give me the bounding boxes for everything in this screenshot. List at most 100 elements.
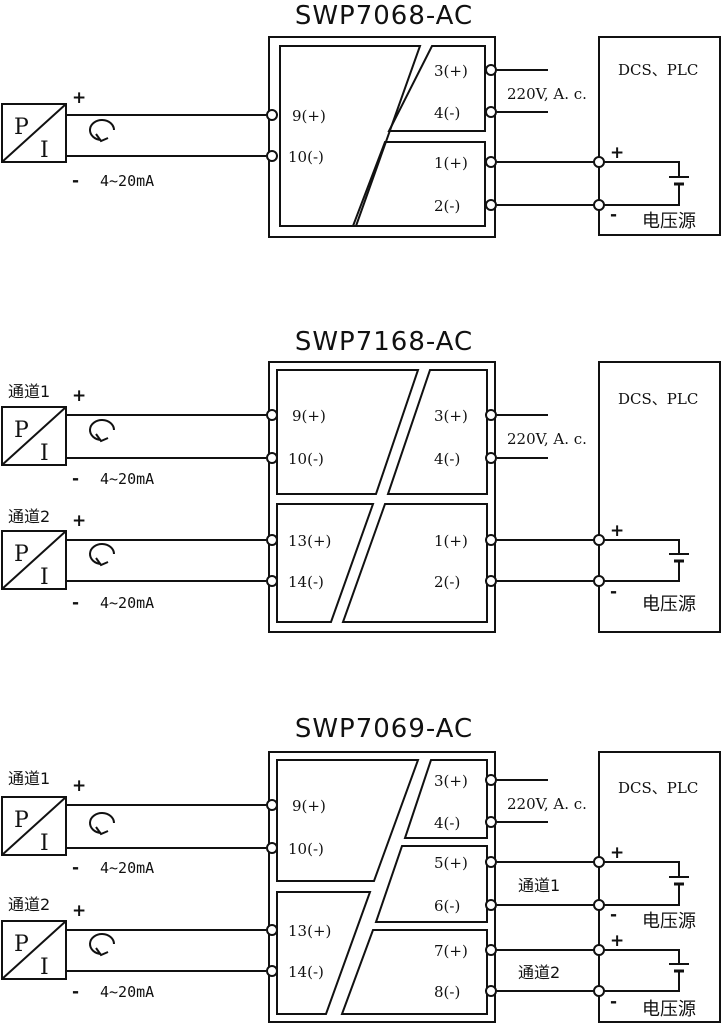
terminal-4 bbox=[485, 452, 497, 464]
sensor-p-label: P bbox=[14, 808, 29, 833]
output-minus-sign: - bbox=[610, 582, 617, 602]
terminal-label-13: 13(+) bbox=[288, 532, 331, 550]
terminal-label-1: 1(+) bbox=[434, 532, 468, 550]
input-signal-label: 4~20mA bbox=[100, 983, 154, 1001]
sensor-i-label: I bbox=[40, 441, 49, 466]
dcs-terminal-plus-ch2 bbox=[593, 944, 605, 956]
input-minus-sign: - bbox=[72, 858, 79, 878]
output-minus-sign: - bbox=[610, 905, 617, 925]
dcs-plc-box bbox=[598, 751, 721, 1023]
module-box bbox=[268, 36, 496, 238]
module-panel-output bbox=[351, 141, 486, 227]
dcs-terminal-plus-ch1 bbox=[593, 856, 605, 868]
input-plus-sign: + bbox=[72, 88, 86, 108]
sensor-pi-channel-1: P I bbox=[1, 796, 67, 856]
diagram-title: SWP7068-AC bbox=[295, 1, 473, 31]
terminal-label-8: 8(-) bbox=[434, 983, 460, 1001]
input-signal-label: 4~20mA bbox=[100, 470, 154, 488]
voltage-source-label: 电压源 bbox=[642, 999, 696, 1020]
module-panel-output bbox=[341, 503, 488, 623]
module-panel-input-2 bbox=[276, 503, 375, 623]
power-label: 220V, A. c. bbox=[507, 430, 587, 448]
sensor-pi-channel-2: P I bbox=[1, 920, 67, 980]
current-loop-arrow-icon bbox=[89, 119, 115, 143]
input-channel-label-1: 通道1 bbox=[8, 769, 50, 788]
input-plus-sign: + bbox=[72, 901, 86, 921]
module-panel-power bbox=[387, 45, 486, 132]
terminal-3 bbox=[485, 409, 497, 421]
dcs-terminal-plus bbox=[593, 534, 605, 546]
output-channel-label-1: 通道1 bbox=[518, 876, 560, 895]
battery-icon bbox=[604, 949, 689, 992]
input-minus-sign: - bbox=[72, 982, 79, 1002]
terminal-label-9: 9(+) bbox=[292, 407, 326, 425]
current-loop-arrow-icon bbox=[89, 933, 115, 957]
input-signal-label: 4~20mA bbox=[100, 172, 154, 190]
terminal-4 bbox=[485, 816, 497, 828]
voltage-source-label: 电压源 bbox=[642, 911, 696, 932]
terminal-label-2: 2(-) bbox=[434, 197, 460, 215]
terminal-3 bbox=[485, 64, 497, 76]
current-loop-arrow-icon bbox=[89, 419, 115, 443]
diagram-swp7068: SWP7068-AC P I + - 4~20mA 9(+) 10(- bbox=[1, 1, 721, 238]
terminal-6 bbox=[485, 899, 497, 911]
terminal-label-9: 9(+) bbox=[292, 107, 326, 125]
terminal-label-9: 9(+) bbox=[292, 797, 326, 815]
module-panel-power bbox=[403, 759, 488, 839]
module-panel-input-2 bbox=[276, 891, 372, 1015]
terminal-label-4: 4(-) bbox=[434, 814, 460, 832]
diagram-title: SWP7069-AC bbox=[295, 714, 473, 744]
sensor-p-label: P bbox=[14, 542, 29, 567]
voltage-source-label: 电压源 bbox=[642, 211, 696, 232]
dcs-terminal-minus bbox=[593, 575, 605, 587]
terminal-1 bbox=[485, 156, 497, 168]
sensor-pi-channel-1: P I bbox=[1, 406, 67, 466]
power-label: 220V, A. c. bbox=[507, 795, 587, 813]
module-panel-input bbox=[279, 45, 422, 227]
terminal-label-3: 3(+) bbox=[434, 62, 468, 80]
terminal-2 bbox=[485, 575, 497, 587]
input-minus-sign: - bbox=[72, 593, 79, 613]
terminal-label-10: 10(-) bbox=[288, 148, 324, 166]
terminal-label-13: 13(+) bbox=[288, 922, 331, 940]
sensor-pi-channel-2: P I bbox=[1, 530, 67, 590]
input-plus-sign: + bbox=[72, 386, 86, 406]
output-plus-sign: + bbox=[610, 521, 624, 541]
module-panel-input-1 bbox=[276, 759, 420, 882]
terminal-13 bbox=[266, 924, 278, 936]
current-loop-arrow-icon bbox=[89, 812, 115, 836]
sensor-p-label: P bbox=[14, 932, 29, 957]
terminal-2 bbox=[485, 199, 497, 211]
terminal-label-3: 3(+) bbox=[434, 407, 468, 425]
dcs-terminal-minus-ch1 bbox=[593, 899, 605, 911]
output-plus-sign: + bbox=[610, 931, 624, 951]
output-channel-label-2: 通道2 bbox=[518, 963, 560, 982]
dcs-terminal-minus-ch2 bbox=[593, 985, 605, 997]
terminal-10 bbox=[266, 150, 278, 162]
terminal-label-3: 3(+) bbox=[434, 772, 468, 790]
dcs-plc-label: DCS、PLC bbox=[618, 390, 698, 408]
voltage-source-label: 电压源 bbox=[642, 594, 696, 615]
input-plus-sign: + bbox=[72, 511, 86, 531]
battery-icon bbox=[604, 161, 689, 206]
terminal-label-1: 1(+) bbox=[434, 154, 468, 172]
terminal-14 bbox=[266, 575, 278, 587]
input-signal-label: 4~20mA bbox=[100, 859, 154, 877]
terminal-9 bbox=[266, 109, 278, 121]
sensor-p-label: P bbox=[14, 115, 29, 140]
terminal-label-4: 4(-) bbox=[434, 104, 460, 122]
sensor-i-label: I bbox=[40, 565, 49, 590]
sensor-i-label: I bbox=[40, 138, 49, 163]
input-channel-label-2: 通道2 bbox=[8, 895, 50, 914]
terminal-10 bbox=[266, 842, 278, 854]
module-box bbox=[268, 361, 496, 633]
sensor-p-label: P bbox=[14, 418, 29, 443]
output-plus-sign: + bbox=[610, 843, 624, 863]
module-panel-power bbox=[386, 369, 488, 495]
sensor-pi-1: P I bbox=[1, 103, 67, 163]
module-panel-input-1 bbox=[276, 369, 420, 495]
dcs-plc-box bbox=[598, 36, 721, 236]
input-minus-sign: - bbox=[72, 469, 79, 489]
terminal-8 bbox=[485, 985, 497, 997]
